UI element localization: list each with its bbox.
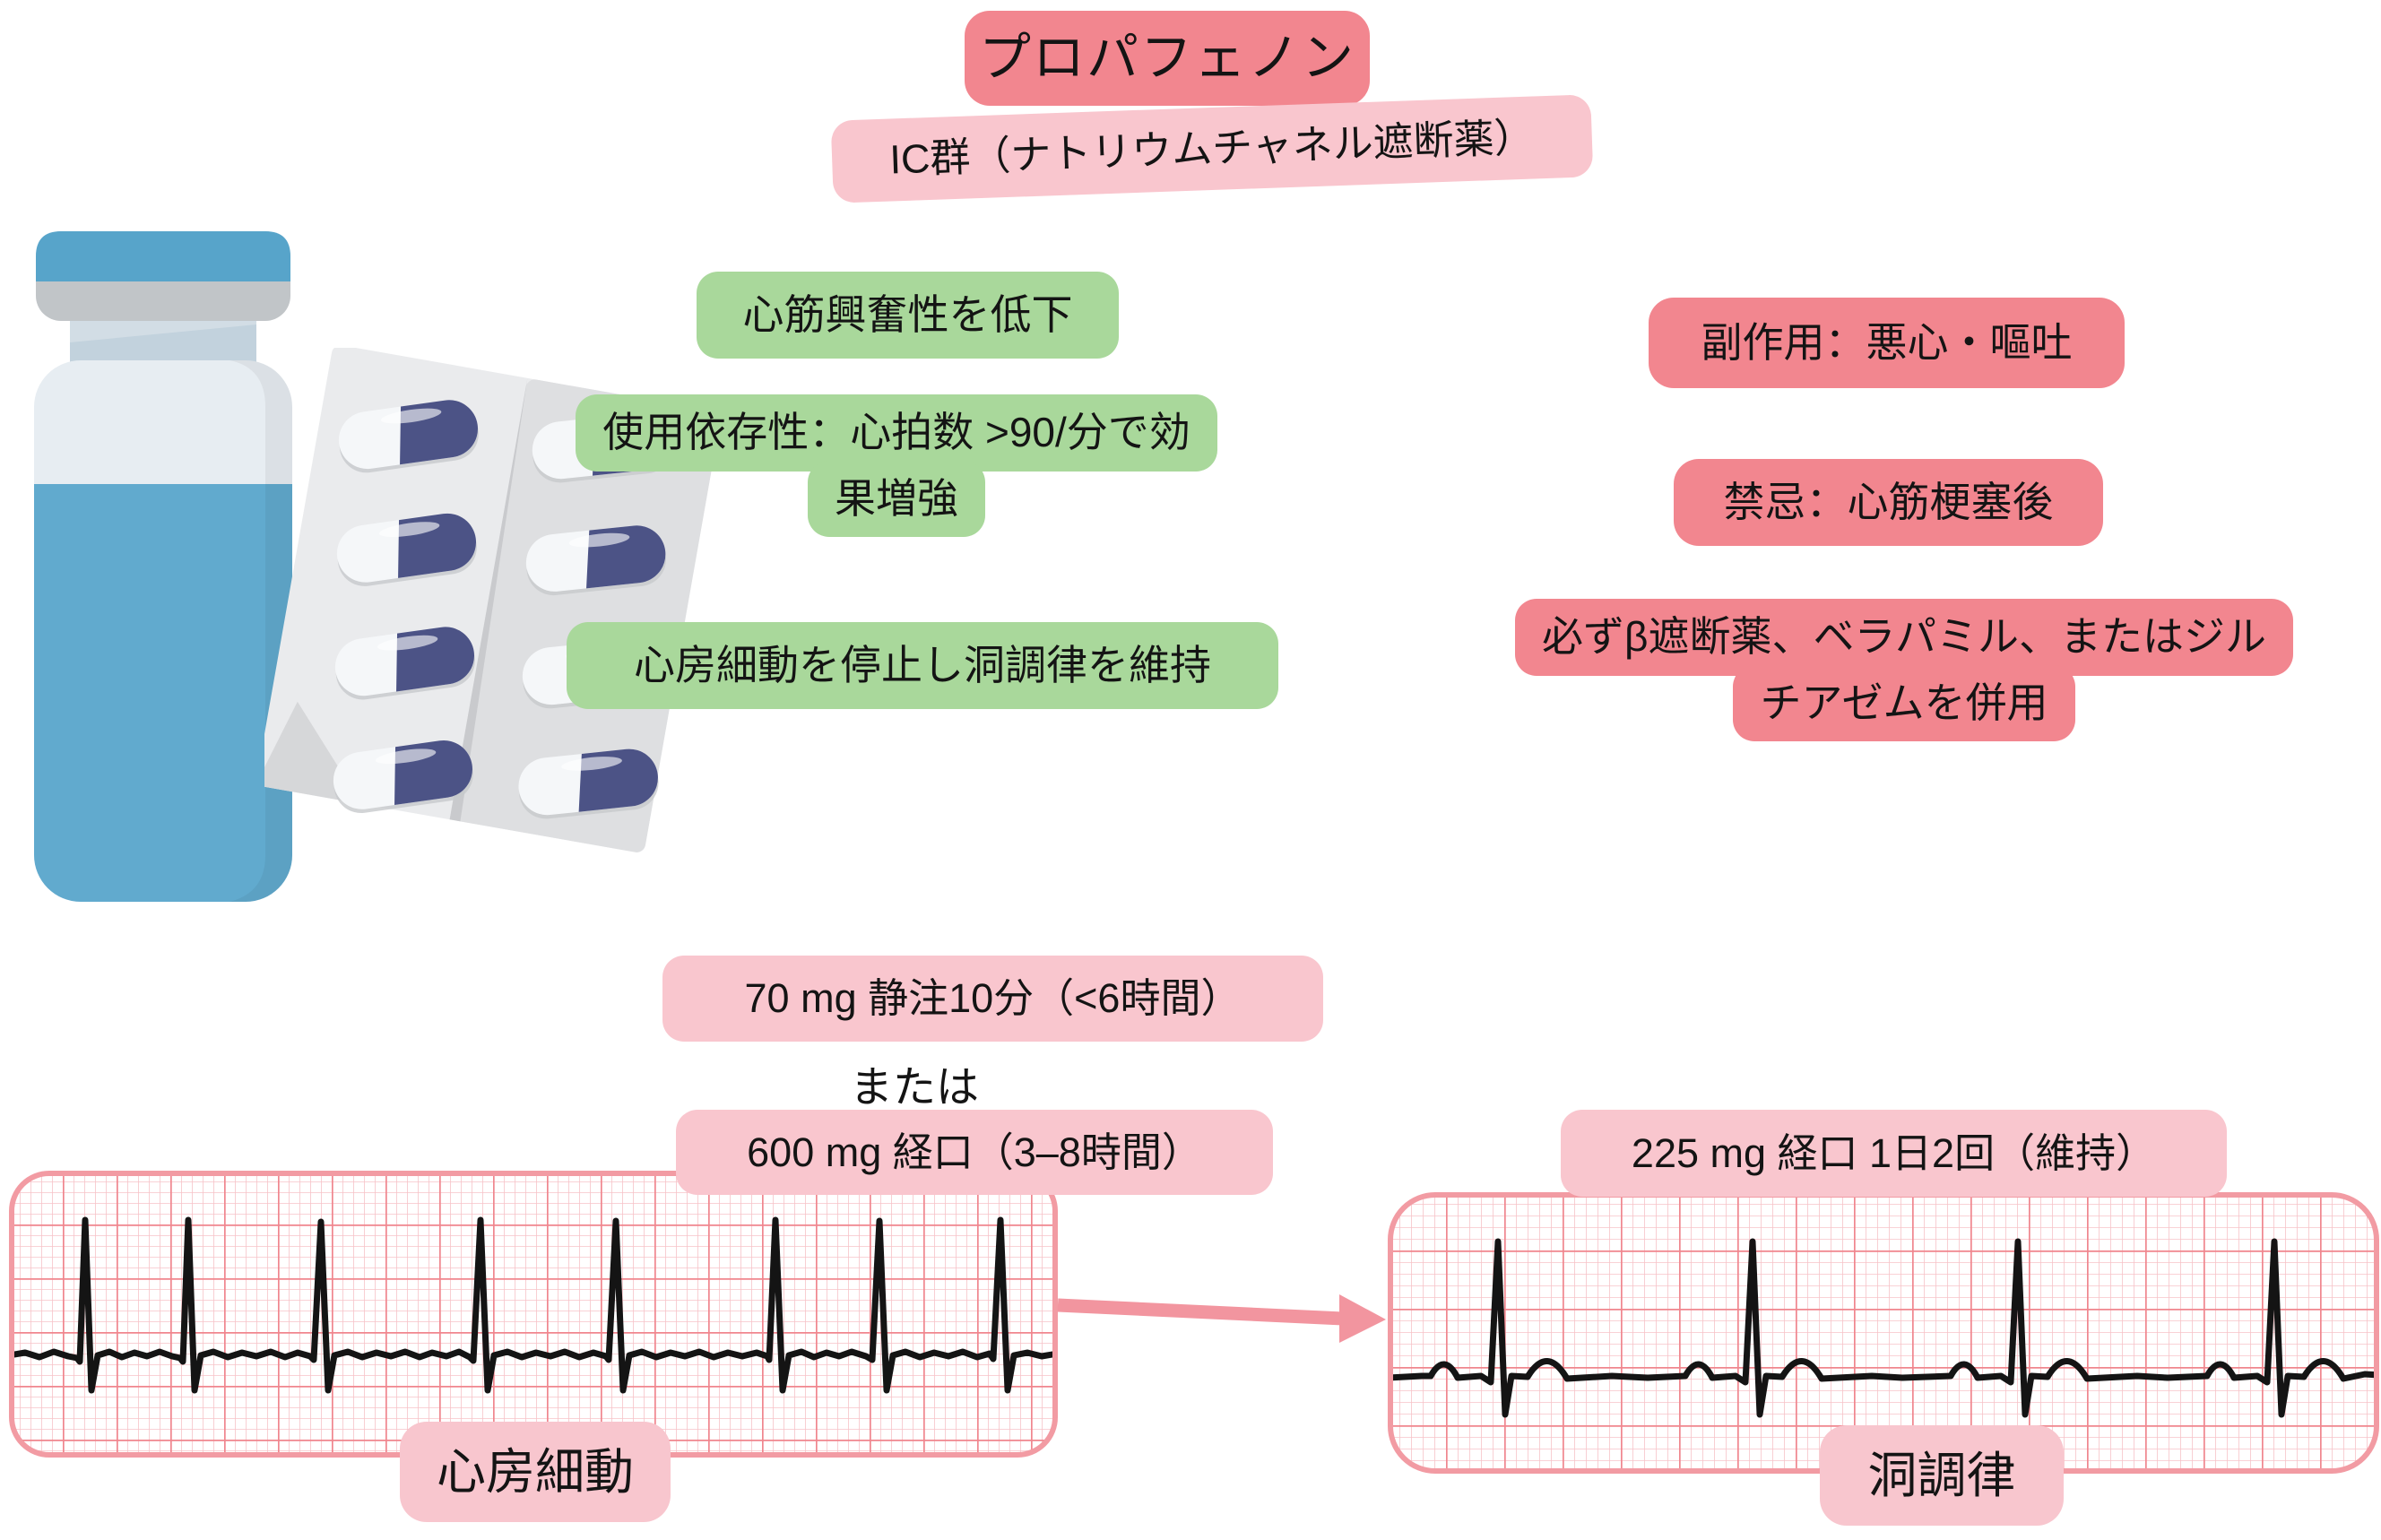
drug-class-label: IC群（ナトリウムチャネル遮断薬）: [888, 114, 1536, 183]
drug-title: プロパフェノン: [978, 29, 1355, 88]
medicine-vial-icon: [34, 231, 292, 902]
effect-rhythm-badge: 心房細動を停止し洞調律を維持: [567, 622, 1278, 709]
dose-iv-text: 70 mg 静注10分（<6時間）: [744, 975, 1242, 1021]
effect-excitability-badge: 心筋興奮性を低下: [697, 272, 1119, 359]
dose-conjunction-text: または: [735, 1051, 1094, 1115]
contraindication-text: 禁忌：心筋梗塞後: [1723, 478, 2054, 525]
effect-rhythm-text: 心房細動を停止し洞調律を維持: [634, 641, 1211, 688]
dose-maintenance-text: 225 mg 経口 1日2回（維持）: [1631, 1129, 2157, 1176]
drug-title-badge: プロパフェノン: [965, 11, 1370, 106]
drug-class-badge: IC群（ナトリウムチャネル遮断薬）: [830, 94, 1594, 203]
combination-warning-line1: 必ずβ遮断薬、ベラパミル、またはジル: [1515, 599, 2293, 676]
effect-excitability-text: 心筋興奮性を低下: [742, 290, 1073, 338]
dose-oral-loading-text: 600 mg 経口（3–8時間）: [747, 1129, 1202, 1175]
ecg-after-label-badge: 洞調律: [1820, 1425, 2064, 1526]
dose-iv-badge: 70 mg 静注10分（<6時間）: [662, 956, 1323, 1042]
or-label: または: [849, 1064, 979, 1112]
ecg-before-label-badge: 心房細動: [400, 1422, 671, 1522]
dose-oral-loading-badge: 600 mg 経口（3–8時間）: [676, 1110, 1273, 1195]
ecg-trace-afib: [12, 1216, 1055, 1394]
combination-warning-line2: チアゼムを併用: [1733, 664, 2075, 741]
effect-use-dependence-line1: 使用依存性：心拍数 >90/分で効: [576, 394, 1217, 472]
dose-maintenance-badge: 225 mg 経口 1日2回（維持）: [1561, 1110, 2227, 1197]
effect-use-dependence-line2: 果増強: [808, 460, 985, 537]
ecg-trace-sinus: [1390, 1238, 2377, 1418]
ecg-strip-sinus: [1388, 1192, 2379, 1474]
side-effects-badge: 副作用：悪心・嘔吐: [1649, 298, 2125, 388]
conversion-arrow-icon: [1057, 1294, 1386, 1343]
ecg-after-label: 洞調律: [1867, 1448, 2016, 1503]
contraindication-badge: 禁忌：心筋梗塞後: [1674, 459, 2103, 546]
ecg-strip-afib: [9, 1171, 1058, 1458]
ecg-before-label: 心房細動: [436, 1444, 634, 1500]
effect-use-dependence-badge: 使用依存性：心拍数 >90/分で効 果増強: [513, 394, 1280, 537]
combination-warning-badge: 必ずβ遮断薬、ベラパミル、またはジル チアゼムを併用: [1431, 599, 2377, 741]
side-effects-text: 副作用：悪心・嘔吐: [1701, 318, 2073, 366]
